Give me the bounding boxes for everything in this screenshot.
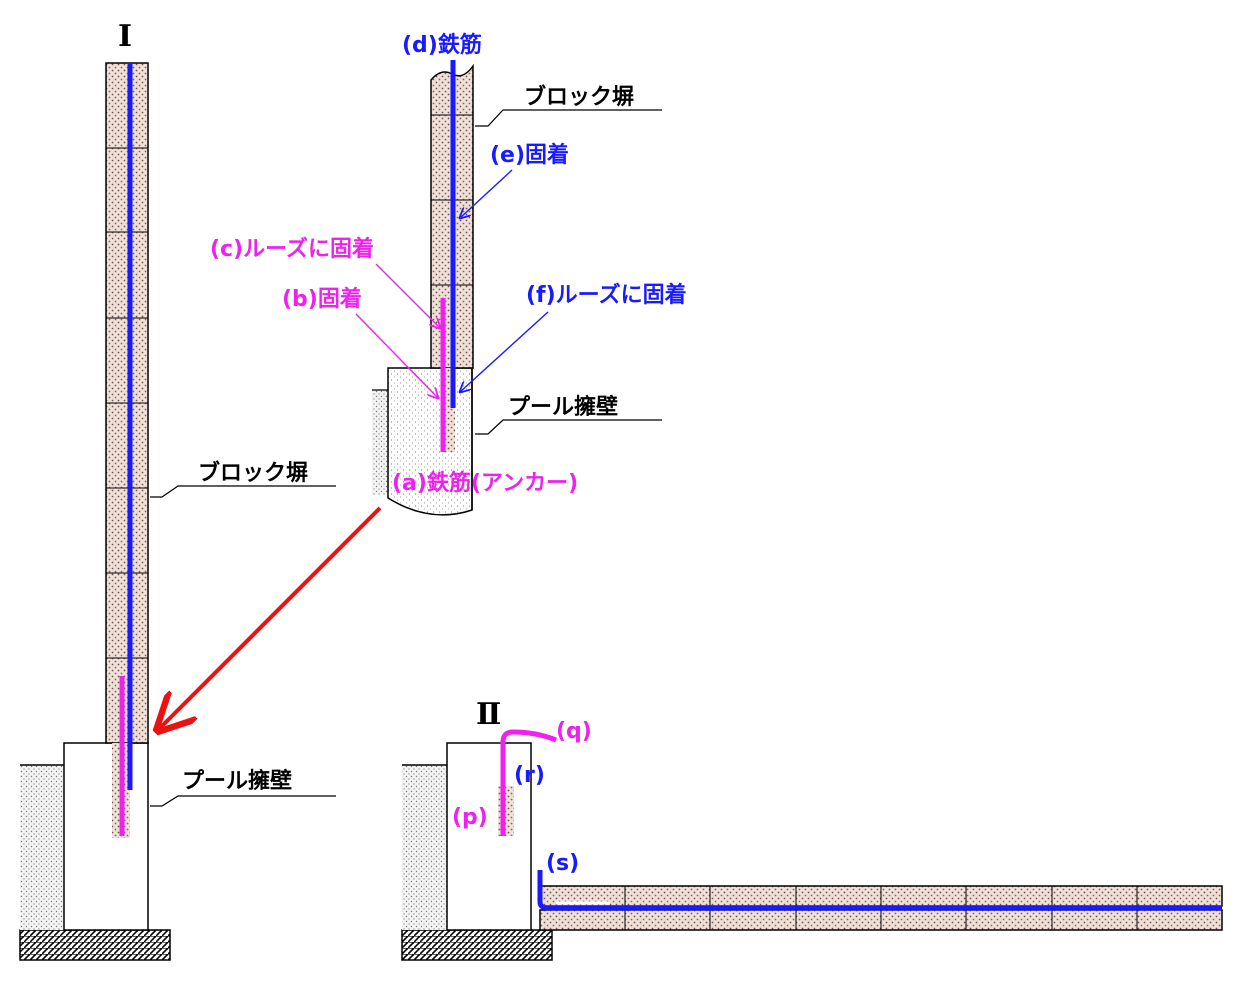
pool-wall-label-detail: プール擁壁 (508, 394, 618, 420)
pool-wall-I (63, 742, 149, 931)
soil-detail (372, 390, 390, 495)
fallen-wall-rebar (537, 870, 1222, 911)
soil-I (20, 765, 64, 930)
figure-I-number: Ⅰ (118, 19, 132, 54)
label-loose-c: (c)ルーズに固着 (210, 236, 374, 262)
figure-II: Ⅱ (q) (r) (p) (s) (401, 697, 1223, 961)
zoom-arrow (158, 506, 382, 730)
fallen-block-joints (624, 886, 1138, 930)
label-loose-f: (f)ルーズに固着 (526, 282, 687, 308)
label-r: (r) (514, 763, 545, 788)
leader-fix-b (355, 313, 438, 398)
leader-pool-wall-I (150, 795, 336, 807)
anchor-hole-II (498, 786, 514, 836)
label-fix-e: (e)固着 (490, 142, 569, 168)
figure-II-number: Ⅱ (476, 697, 501, 732)
label-p: (p) (452, 805, 488, 830)
block-wall-label-I: ブロック塀 (198, 460, 308, 486)
leader-block-wall-I (150, 485, 336, 498)
label-fix-b: (b)固着 (282, 286, 362, 312)
detail-figure: (d)鉄筋 ブロック塀 (e)固着 (c)ルーズに固着 (b)固着 (f)ルーズ… (210, 32, 687, 516)
pool-wall-II (446, 742, 532, 931)
leader-fix-e (460, 169, 513, 218)
soil-II (402, 765, 447, 930)
leader-loose-c (375, 263, 440, 328)
figure-I: Ⅰ ブロック塀 プール擁壁 (19, 19, 336, 961)
block-wall-label-detail: ブロック塀 (524, 84, 634, 110)
anchor-rebar-II (500, 729, 557, 836)
label-q: (q) (556, 719, 592, 744)
label-rebar-d: (d)鉄筋 (402, 32, 482, 58)
label-anchor-a: (a)鉄筋(アンカー) (392, 470, 578, 496)
ground-hatch-I (19, 929, 171, 961)
block-joints-I (106, 147, 148, 659)
leader-loose-f (460, 311, 549, 392)
label-s: (s) (546, 851, 579, 876)
pool-wall-label-I: プール擁壁 (182, 768, 292, 794)
ground-hatch-II (401, 929, 553, 961)
leader-pool-wall-detail (475, 419, 662, 435)
leader-block-wall-detail (475, 109, 662, 127)
